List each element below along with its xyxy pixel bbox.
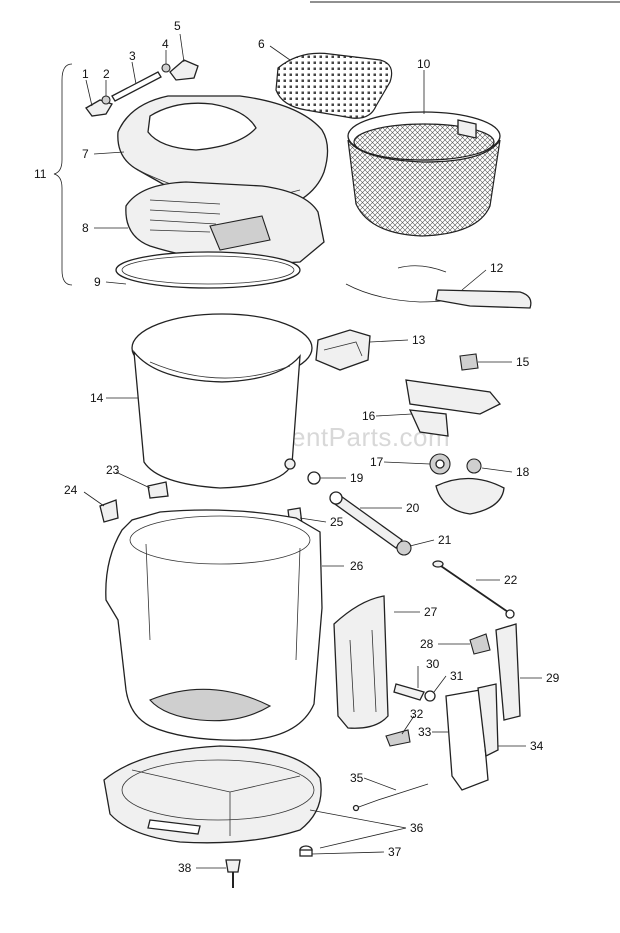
callout-29: 29 (546, 671, 560, 685)
part-33-window (445, 689, 489, 791)
part-9-gasket (115, 251, 301, 289)
part-26-housing-panel (149, 688, 272, 722)
part-7-lid-window (147, 102, 257, 151)
part-13-bracket (315, 329, 371, 371)
callout-6: 6 (258, 37, 265, 51)
part-8-vents (149, 199, 221, 233)
callout-11: 11 (34, 167, 47, 181)
callout-19: 19 (350, 471, 364, 485)
part-13-detail (323, 341, 363, 357)
callout-7: 7 (82, 147, 89, 161)
part-15-switch (459, 353, 479, 371)
part-16-bracket (408, 409, 449, 437)
part-37-foot-body (299, 849, 313, 857)
part-10-basket-clip (457, 119, 477, 139)
callout-9: 9 (94, 275, 101, 289)
callout-28: 28 (420, 637, 434, 651)
callout-14: 14 (90, 391, 104, 405)
part-12-handle-wire-top (397, 265, 447, 273)
callout-16: 16 (362, 409, 376, 423)
callout-10: 10 (417, 57, 431, 71)
part-23-clip (147, 481, 169, 499)
part-17-gear-hub (435, 459, 445, 469)
part-12-handle-grip (435, 289, 532, 309)
callout-33: 33 (418, 725, 432, 739)
callout-17: 17 (370, 455, 384, 469)
part-9-gasket-inner (121, 255, 295, 285)
callout-20: 20 (406, 501, 420, 515)
callout-37: 37 (388, 845, 402, 859)
callout-12: 12 (490, 261, 504, 275)
callout-27: 27 (424, 605, 438, 619)
callout-1: 1 (82, 67, 89, 81)
part-36-base-inner (121, 759, 315, 821)
assembly-bracket (53, 63, 73, 286)
part-24-clip (99, 499, 119, 523)
part-26-housing-rim (129, 515, 311, 565)
callout-4: 4 (162, 37, 169, 51)
part-3-hinge-rod (111, 71, 162, 102)
part-30-pin (393, 683, 425, 701)
callout-34: 34 (530, 739, 544, 753)
part-6-lid-filter (275, 52, 393, 119)
callout-13: 13 (412, 333, 426, 347)
part-19-connector (307, 471, 321, 485)
callout-18: 18 (516, 465, 530, 479)
callout-26: 26 (350, 559, 364, 573)
part-16-plate-top (405, 379, 502, 415)
part-18-dial (435, 477, 505, 515)
part-8-plate (209, 215, 271, 251)
part-27-panel (333, 595, 389, 729)
callout-21: 21 (438, 533, 452, 547)
callout-24: 24 (64, 483, 78, 497)
part-4-spring (161, 63, 171, 73)
part-29-handle (495, 623, 521, 721)
part-35-wire (355, 783, 429, 809)
callout-30: 30 (426, 657, 440, 671)
part-36-base (103, 745, 322, 844)
part-14-drain (284, 458, 296, 470)
part-10-basket-body (347, 139, 501, 237)
part-14-bowl-inner (149, 361, 291, 379)
callout-36: 36 (410, 821, 424, 835)
part-22-wand (437, 563, 509, 613)
part-5-clip (169, 59, 199, 81)
part-36-base-ribs (131, 769, 301, 836)
part-31-bushing (424, 690, 436, 702)
callout-25: 25 (330, 515, 344, 529)
part-20-hose-end (329, 491, 343, 505)
callout-31: 31 (450, 669, 464, 683)
part-18-knob (466, 458, 482, 474)
callout-15: 15 (516, 355, 530, 369)
callout-38: 38 (178, 861, 192, 875)
callout-23: 23 (106, 463, 120, 477)
callout-32: 32 (410, 707, 424, 721)
callout-2: 2 (103, 67, 110, 81)
callout-numbers: 1 2 3 4 5 6 7 8 9 10 11 12 13 14 15 16 1… (34, 19, 560, 875)
part-36-base-slot (147, 819, 201, 835)
part-27-panel-detail (349, 629, 377, 713)
part-22-wand-tip (432, 560, 444, 568)
leader-lines (83, 33, 542, 869)
part-21-cap (396, 540, 412, 556)
part-38-screw-head (225, 859, 241, 873)
callout-5: 5 (174, 19, 181, 33)
callout-8: 8 (82, 221, 89, 235)
part-22-wand-end (505, 609, 515, 619)
part-28-knob (469, 633, 491, 655)
part-32-bracket (385, 729, 411, 747)
callout-22: 22 (504, 573, 518, 587)
part-2-spring (101, 95, 111, 105)
part-26-housing-ribs (145, 543, 301, 661)
callout-3: 3 (129, 49, 136, 63)
callout-35: 35 (350, 771, 364, 785)
part-34-cover (477, 683, 499, 757)
part-35-wire-end (352, 804, 360, 812)
part-26-housing (105, 509, 323, 741)
